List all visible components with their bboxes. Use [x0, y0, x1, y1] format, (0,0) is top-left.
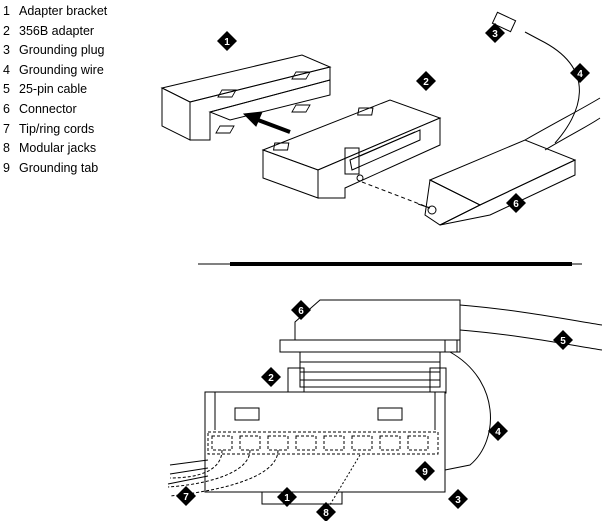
svg-text:2: 2	[423, 77, 429, 88]
svg-text:7: 7	[183, 492, 189, 503]
356b-adapter	[261, 99, 442, 199]
callout-4: 4	[570, 63, 590, 83]
modular-jacks	[167, 431, 439, 497]
alignment-line	[361, 181, 431, 209]
25-pin-cable-bottom	[459, 304, 602, 326]
connector	[417, 139, 577, 226]
grounding-wire	[524, 31, 580, 144]
legend-num: 7	[3, 121, 10, 136]
grounding-plug	[491, 11, 517, 33]
svg-text:1: 1	[224, 37, 230, 48]
callout-1: 1	[277, 487, 297, 507]
svg-text:3: 3	[492, 29, 498, 40]
svg-text:2: 2	[268, 373, 274, 384]
legend-item: 5 25-pin cable	[3, 80, 107, 100]
insert-arrow-icon	[242, 111, 291, 134]
legend-label: Modular jacks	[19, 141, 97, 156]
svg-text:4: 4	[495, 427, 501, 438]
legend-num: 3	[3, 43, 10, 58]
legend-num: 8	[3, 141, 10, 156]
legend-item: 8 Modular jacks	[3, 139, 107, 159]
legend-num: 2	[3, 23, 10, 38]
356b-adapter-bottom	[204, 391, 446, 505]
svg-text:9: 9	[422, 467, 428, 478]
callout-3: 3	[448, 489, 468, 509]
callout-3: 3	[485, 23, 505, 43]
legend-label: 25-pin cable	[19, 82, 88, 97]
callout-1: 1	[217, 31, 237, 51]
legend-num: 1	[3, 4, 10, 18]
tip-ring-cords	[167, 459, 209, 485]
svg-text:5: 5	[560, 336, 566, 347]
legend-label: Connector	[19, 101, 77, 116]
grounding-wire-bottom	[444, 351, 491, 471]
legend-item: 7 Tip/ring cords	[3, 120, 107, 140]
callout-6: 6	[506, 193, 526, 213]
callout-9: 9	[415, 461, 435, 481]
legend-num: 6	[3, 101, 10, 116]
callout-4: 4	[488, 421, 508, 441]
legend-item: 9 Grounding tab	[3, 159, 107, 179]
legend-item: 1 Adapter bracket	[3, 2, 107, 22]
svg-text:8: 8	[323, 508, 329, 519]
legend-label: Grounding tab	[19, 160, 99, 175]
legend-item: 3 Grounding plug	[3, 41, 107, 61]
callout-5: 5	[553, 330, 573, 350]
legend-num: 9	[3, 160, 10, 175]
legend-item: 4 Grounding wire	[3, 61, 107, 81]
legend-label: Tip/ring cords	[19, 121, 95, 136]
callout-6: 6	[291, 300, 311, 320]
legend-label: Adapter bracket	[19, 4, 108, 18]
callout-8: 8	[316, 502, 336, 521]
callout-7: 7	[176, 486, 196, 506]
adapter-bracket	[160, 54, 332, 141]
svg-text:1: 1	[284, 493, 290, 504]
legend-item: 6 Connector	[3, 100, 107, 120]
legend-label: Grounding plug	[19, 43, 105, 58]
legend-label: 356B adapter	[19, 23, 95, 38]
legend-num: 5	[3, 82, 10, 97]
legend-label: Grounding wire	[19, 62, 104, 77]
svg-text:6: 6	[513, 199, 519, 210]
connector-bottom	[279, 299, 461, 394]
callout-2: 2	[261, 367, 281, 387]
svg-text:3: 3	[455, 495, 461, 506]
legend-num: 4	[3, 62, 10, 77]
svg-text:4: 4	[577, 69, 583, 80]
legend-item: 2 356B adapter	[3, 22, 107, 42]
25-pin-cable	[524, 97, 601, 141]
svg-text:6: 6	[298, 306, 304, 317]
callout-2: 2	[416, 71, 436, 91]
